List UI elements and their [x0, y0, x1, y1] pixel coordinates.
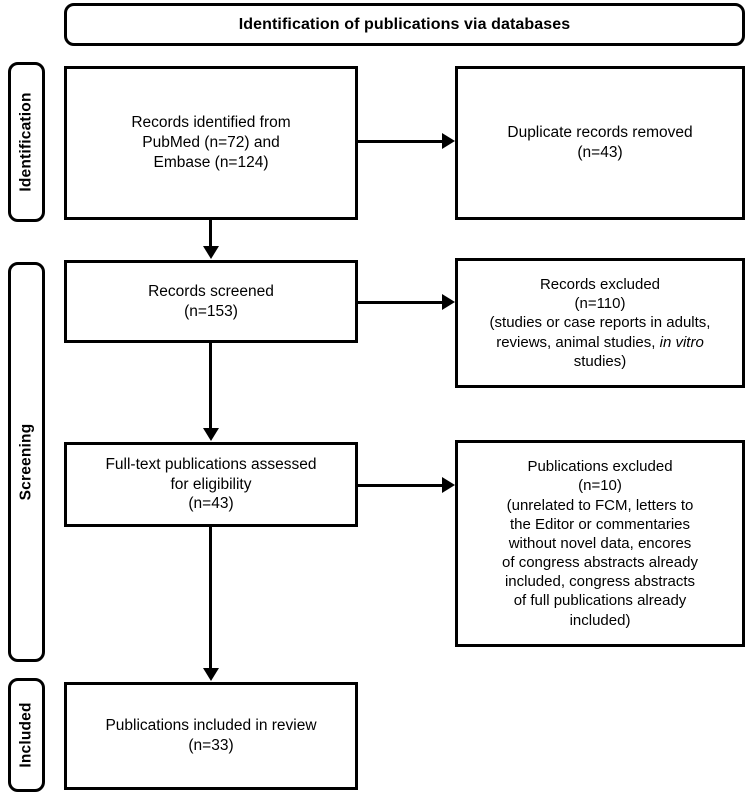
connector-fulltext-to-excluded-line	[358, 484, 449, 487]
connector-identified-to-duplicates-line	[358, 140, 449, 143]
stage-label-identification: Identification	[8, 62, 45, 222]
connector-fulltext-to-included-arrow-icon	[202, 668, 219, 681]
connector-fulltext-to-excluded-arrow-icon	[442, 477, 455, 493]
box-records-screened: Records screened(n=153)	[64, 260, 358, 343]
connector-screened-to-excluded-line	[358, 301, 449, 304]
stage-label-identification-text: Identification	[17, 92, 35, 192]
box-records-excluded: Records excluded(n=110)(studies or case …	[455, 258, 745, 388]
stage-label-screening: Screening	[8, 262, 45, 662]
diagram-header: Identification of publications via datab…	[64, 3, 745, 46]
stage-label-included: Included	[8, 678, 45, 792]
box-publications-included: Publications included in review(n=33)	[64, 682, 358, 790]
diagram-header-title: Identification of publications via datab…	[238, 15, 571, 33]
connector-screened-to-fulltext-arrow-icon	[202, 428, 219, 441]
connector-screened-to-excluded-arrow-icon	[442, 294, 455, 310]
box-records-excluded-text: Records excluded(n=110)(studies or case …	[489, 276, 711, 370]
connector-screened-to-fulltext-line	[209, 343, 212, 429]
box-duplicate-records-removed-text: Duplicate records removed(n=43)	[507, 124, 693, 161]
connector-fulltext-to-included-line	[209, 527, 212, 669]
box-publications-excluded: Publications excluded(n=10)(unrelated to…	[455, 440, 745, 647]
connector-identified-to-duplicates-arrow-icon	[442, 133, 455, 149]
box-records-screened-text: Records screened(n=153)	[148, 282, 274, 320]
box-duplicate-records-removed: Duplicate records removed(n=43)	[455, 66, 745, 220]
box-publications-excluded-text: Publications excluded(n=10)(unrelated to…	[502, 458, 698, 629]
stage-label-included-text: Included	[17, 702, 35, 768]
box-publications-included-text: Publications included in review(n=33)	[105, 717, 317, 754]
stage-label-screening-text: Screening	[17, 423, 35, 501]
connector-identified-to-screened-line	[209, 220, 212, 247]
connector-identified-to-screened-arrow-icon	[202, 246, 219, 259]
